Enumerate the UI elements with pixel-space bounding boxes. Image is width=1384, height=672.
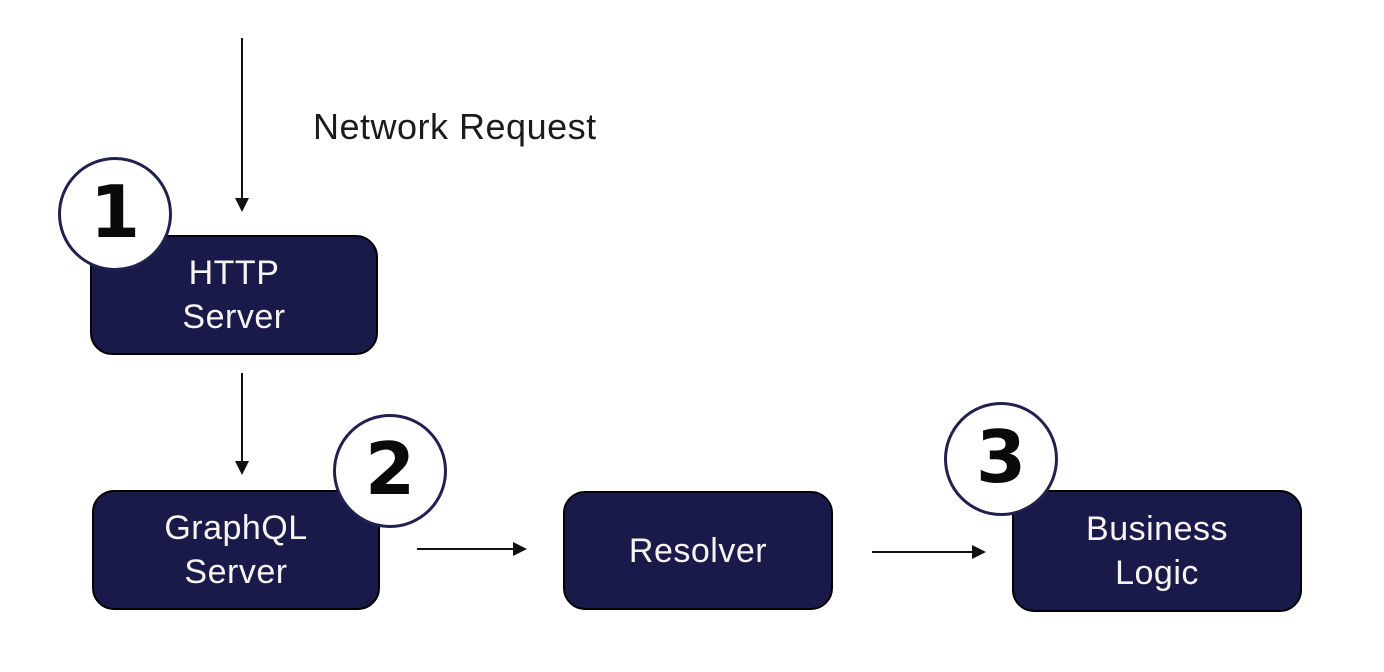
node-business-logic: Business Logic bbox=[1012, 490, 1302, 612]
node-label-line: Business bbox=[1086, 510, 1228, 548]
step-badge-1: 1 bbox=[58, 157, 172, 271]
step-number: 1 bbox=[89, 170, 141, 254]
node-label-line: Server bbox=[184, 553, 288, 591]
node-label-line: Server bbox=[182, 298, 286, 336]
node-label-line: Logic bbox=[1115, 554, 1199, 592]
node-label-line: GraphQL bbox=[164, 509, 308, 547]
node-graphql-server: GraphQL Server bbox=[92, 490, 380, 610]
step-number: 3 bbox=[975, 415, 1027, 499]
resolver-to-business-arrow bbox=[872, 551, 972, 553]
network-request-label: Network Request bbox=[313, 106, 597, 147]
step-badge-3: 3 bbox=[944, 402, 1058, 516]
network-request-arrow bbox=[241, 38, 243, 198]
step-number: 2 bbox=[364, 427, 416, 511]
step-badge-2: 2 bbox=[333, 414, 447, 528]
graphql-to-resolver-arrow bbox=[417, 548, 513, 550]
http-to-graphql-arrow bbox=[241, 373, 243, 461]
node-label-line: HTTP bbox=[188, 254, 280, 292]
node-resolver: Resolver bbox=[563, 491, 833, 610]
node-label-line: Resolver bbox=[628, 531, 768, 570]
